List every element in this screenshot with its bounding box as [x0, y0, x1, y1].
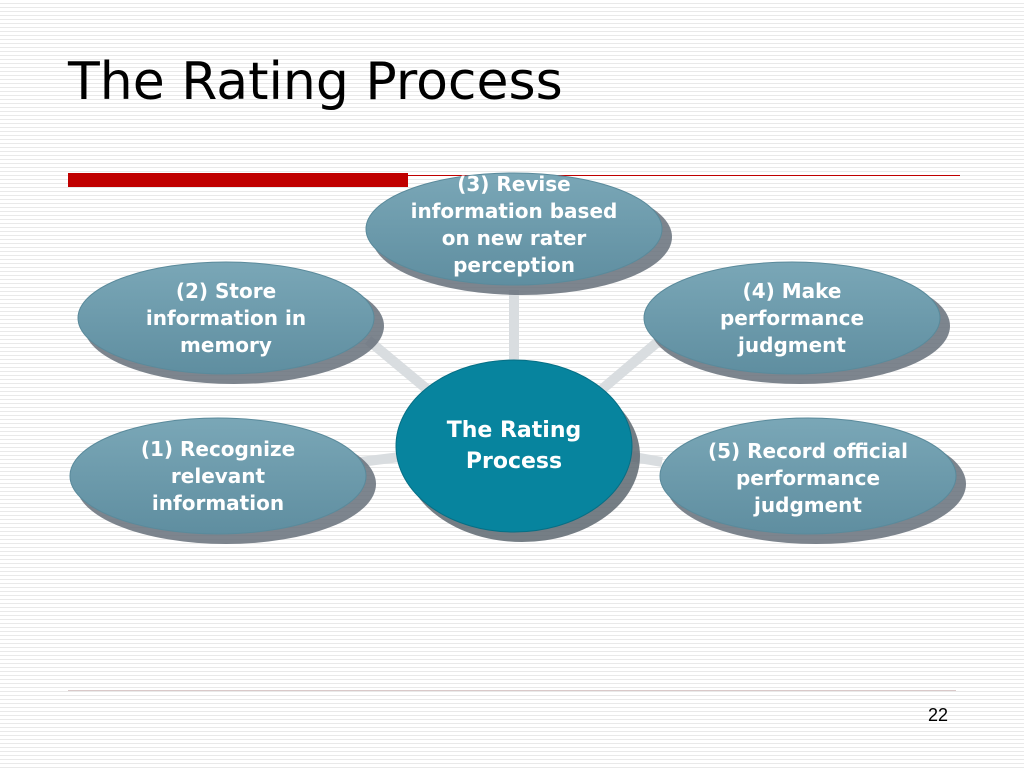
- node-step-1-shape: [69, 417, 367, 535]
- title-accent-line: [408, 175, 960, 176]
- node-step-5-label: (5) Record official performance judgment: [708, 438, 908, 517]
- center-node-label: The Rating Process: [446, 418, 582, 474]
- node-step-5-shape: [659, 417, 957, 535]
- node-step-2-shape: [77, 261, 375, 375]
- node-step-3-shape: [365, 172, 663, 286]
- title-accent-bar: [68, 173, 408, 187]
- node-step-1-label: (1) Recognize relevant information: [140, 436, 296, 515]
- page-number: 22: [927, 705, 948, 725]
- node-step-2-label: (2) Store information in memory: [145, 278, 307, 357]
- node-step-4-label: (4) Make performance judgment: [719, 278, 865, 357]
- slide-title: The Rating Process: [68, 52, 563, 112]
- footer-rule: [68, 690, 956, 691]
- node-step-4-shape: [643, 261, 941, 375]
- connector-step-4: [590, 336, 664, 400]
- center-node-shape: [395, 359, 633, 533]
- node-step-3-label: (3) Revise information based on new rate…: [410, 172, 618, 277]
